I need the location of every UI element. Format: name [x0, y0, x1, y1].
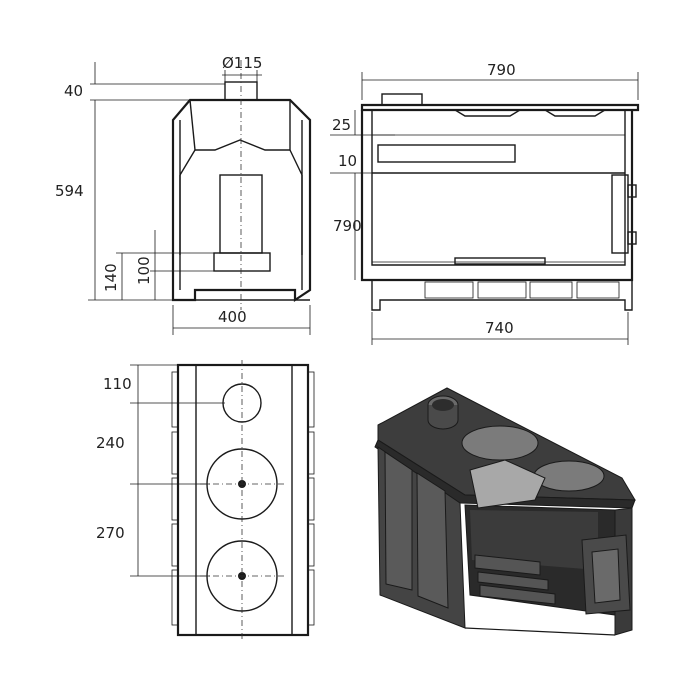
dim-lower-a: 140: [102, 263, 120, 292]
dim-shelf-inset: 10: [338, 152, 357, 170]
side-view: 790 25 10 790 740: [330, 61, 640, 345]
dim-top-first: 110: [103, 375, 132, 393]
isometric-view: [374, 387, 636, 636]
dim-top-inset: 25: [332, 116, 351, 134]
top-view: 110 240 270: [96, 360, 315, 640]
dim-side-height: 790: [333, 217, 362, 235]
front-view: Ø115 40 594 140 100 400: [55, 54, 312, 335]
dim-front-width: 400: [218, 308, 247, 326]
dim-top-third: 270: [96, 524, 125, 542]
dim-top-second: 240: [96, 434, 125, 452]
dim-lower-b: 100: [135, 256, 153, 285]
dim-flue-diameter: Ø115: [222, 54, 262, 72]
dim-side-base: 740: [485, 319, 514, 337]
dim-top-offset: 40: [64, 82, 83, 100]
dim-side-length: 790: [487, 61, 516, 79]
dim-front-height: 594: [55, 182, 84, 200]
